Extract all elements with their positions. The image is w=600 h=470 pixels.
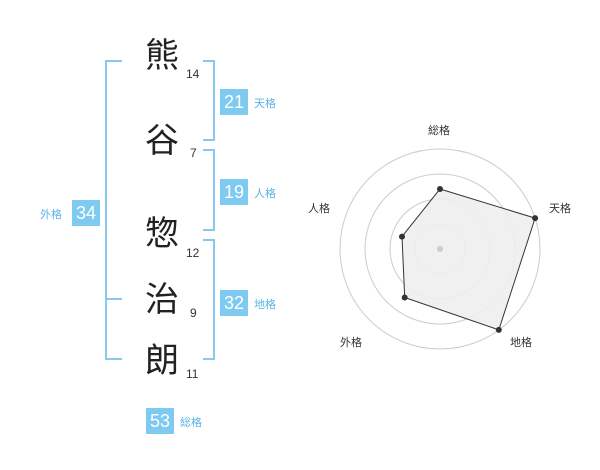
chi-kaku-value: 32 <box>220 290 248 316</box>
stroke-count-1: 14 <box>186 67 200 81</box>
gai-bracket <box>105 60 122 360</box>
radar-point-5 <box>399 233 405 240</box>
stroke-count-2: 7 <box>190 146 197 160</box>
radar-axis-label-5: 人格 <box>308 202 330 215</box>
chi-kaku-label: 地格 <box>254 298 276 311</box>
stroke-count-3: 12 <box>186 246 200 260</box>
jin-kaku-label: 人格 <box>254 187 276 200</box>
radar-point-4 <box>401 294 408 301</box>
stroke-count-5: 11 <box>186 367 199 381</box>
fortune-radar-chart: 総格 天格 地格 外格 人格 <box>300 110 600 390</box>
name-char-3: 惣 <box>145 214 179 254</box>
ten-kaku-label: 天格 <box>254 97 276 110</box>
radar-point-3 <box>495 326 502 333</box>
name-char-1: 熊 <box>145 36 179 76</box>
gai-kaku-label: 外格 <box>40 208 62 221</box>
so-kaku-value: 53 <box>146 408 174 434</box>
chi-bracket <box>203 239 215 360</box>
name-char-5: 朗 <box>145 341 179 381</box>
radar-point-1 <box>437 186 443 192</box>
so-kaku-label: 総格 <box>180 416 202 429</box>
jin-bracket <box>203 149 215 231</box>
radar-axis-label-2: 天格 <box>549 202 571 215</box>
name-char-2: 谷 <box>145 121 179 161</box>
ten-bracket <box>203 60 215 141</box>
radar-axis-label-3: 地格 <box>510 336 532 349</box>
radar-center-dot <box>437 246 443 252</box>
radar-svg <box>339 148 541 350</box>
radar-grid-ring-4 <box>339 148 541 350</box>
gai-kaku-value: 34 <box>72 200 100 226</box>
radar-series-polygon <box>401 188 536 331</box>
radar-axis-label-4: 外格 <box>340 336 362 349</box>
stroke-count-4: 9 <box>190 306 197 320</box>
ten-kaku-value: 21 <box>220 89 248 115</box>
jin-kaku-value: 19 <box>220 179 248 205</box>
radar-axis-label-1: 総格 <box>428 124 450 137</box>
radar-point-2 <box>532 215 539 222</box>
name-char-4: 治 <box>145 280 179 320</box>
